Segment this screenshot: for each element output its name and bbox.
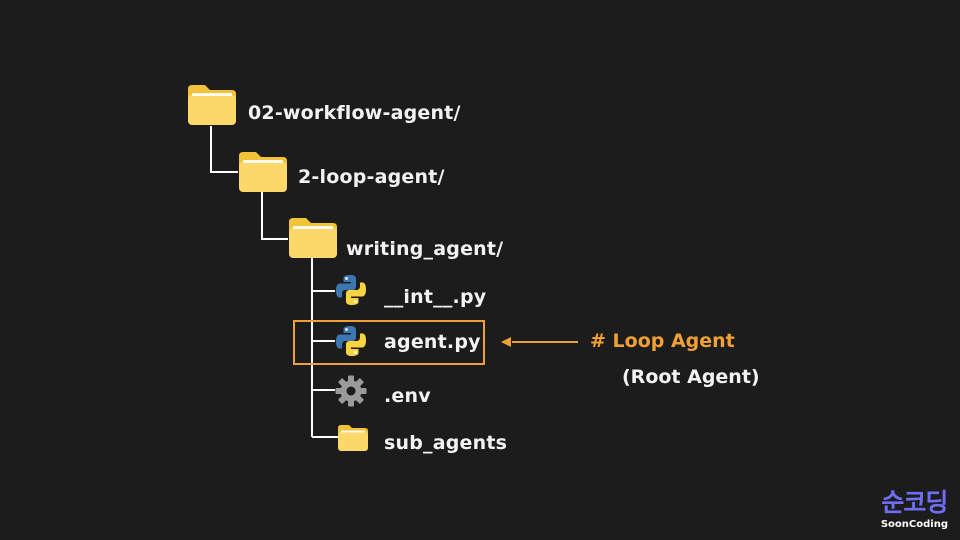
folder-icon (188, 85, 236, 125)
file-label-subagents[interactable]: sub_agents (384, 432, 508, 454)
root-folder-label[interactable]: 02-workflow-agent/ (248, 102, 461, 124)
python-icon (336, 326, 366, 356)
sub-folder-label[interactable]: 2-loop-agent/ (298, 166, 445, 188)
connector-sub-to-agent (261, 190, 288, 240)
gear-icon (335, 375, 367, 407)
python-icon (336, 275, 366, 305)
logo-mark: 순코딩 (881, 488, 948, 517)
annotation-title: # Loop Agent (590, 330, 735, 352)
annotation-arrow (501, 337, 578, 347)
file-label-init[interactable]: __int__.py (384, 286, 487, 308)
agent-folder-label[interactable]: writing_agent/ (346, 238, 504, 260)
highlight-box (293, 320, 485, 365)
annotation-subtitle: (Root Agent) (622, 366, 760, 388)
file-label-env[interactable]: .env (384, 385, 431, 407)
folder-icon (338, 425, 368, 451)
logo-name: SoonCoding (880, 519, 948, 530)
connector-root-to-sub (210, 126, 238, 173)
file-label-agent[interactable]: agent.py (384, 331, 481, 353)
folder-icon (239, 152, 287, 192)
folder-icon (289, 218, 337, 258)
brand-logo: 순코딩 SoonCoding (880, 488, 949, 531)
